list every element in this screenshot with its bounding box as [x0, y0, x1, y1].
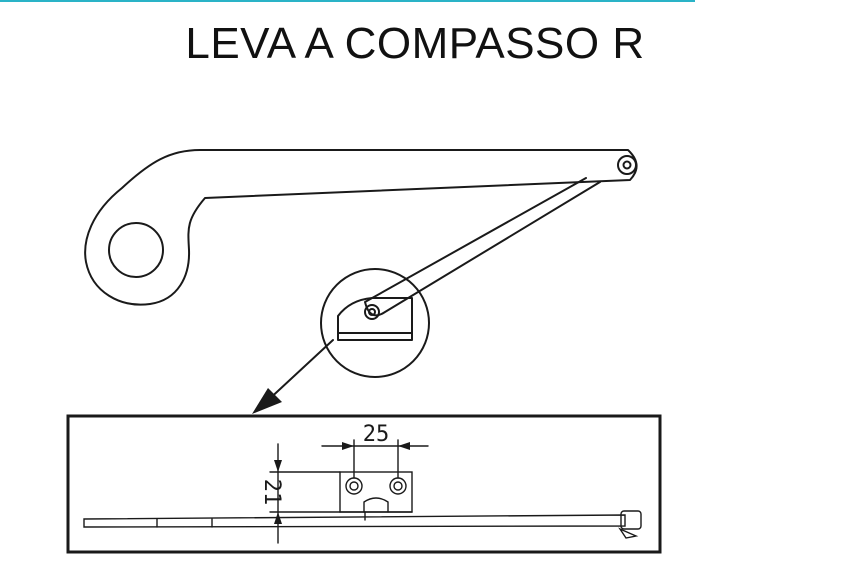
pivot-pin-outer	[617, 155, 637, 175]
side-view-end-cap	[620, 510, 642, 530]
dim-21-label: 21	[259, 479, 284, 506]
link-arm-outline	[364, 177, 601, 317]
dim-25-arrow-right	[398, 442, 410, 450]
leader-line	[264, 339, 334, 404]
bracket-hole-left-inner	[349, 481, 359, 491]
detail-bracket	[337, 297, 413, 341]
dim-21-arrow-bottom	[274, 512, 282, 524]
page-title: LEVA A COMPASSO R	[185, 19, 645, 68]
detail-pin-outer	[364, 304, 380, 320]
detail-view-frame	[66, 414, 662, 554]
bracket-center-nub	[363, 497, 389, 513]
top-accent-rule	[0, 0, 695, 2]
dim-25-arrow-left	[342, 442, 354, 450]
bracket-hole-right-inner	[393, 481, 403, 491]
dim-25-label: 25	[363, 422, 390, 447]
lever-arm-outline	[84, 149, 638, 306]
detail-magnifier-circle	[320, 268, 430, 378]
side-view-bar	[83, 514, 626, 528]
detail-pin-inner	[368, 308, 376, 316]
lever-ring-hole	[108, 222, 164, 278]
pivot-pin-inner	[622, 160, 632, 170]
leader-arrow-head	[252, 388, 282, 414]
bracket-hole-left-outer	[345, 477, 363, 495]
dim-21-arrow-top	[274, 460, 282, 472]
side-view-end-foot	[618, 527, 639, 539]
bracket-hole-right-outer	[389, 477, 407, 495]
